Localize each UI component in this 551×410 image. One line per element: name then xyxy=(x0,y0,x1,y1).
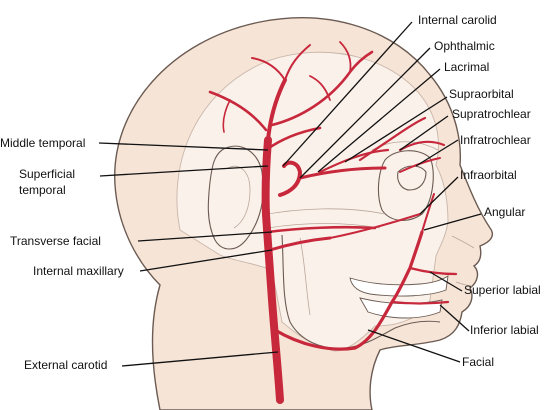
label-internal-carotid: Internal carolid xyxy=(418,13,497,27)
superficial-temporal-parietal-branch xyxy=(208,90,268,132)
zygomatic-arch xyxy=(261,208,386,216)
ophthalmic-artery xyxy=(298,166,387,180)
label-middle-temporal: Middle temporal xyxy=(0,136,85,150)
label-angular: Angular xyxy=(484,205,525,219)
temporal-twig-2 xyxy=(251,57,286,81)
label-transverse-facial: Transverse facial xyxy=(10,234,101,248)
temporal-twig-1 xyxy=(284,44,311,81)
temporal-twig-3 xyxy=(309,75,331,101)
label-superficial-temporal-line1: Superficial xyxy=(19,167,75,181)
label-superficial-temporal-line2: temporal xyxy=(19,183,66,197)
lacrimal-artery xyxy=(318,148,390,174)
label-external-carotid: External carotid xyxy=(24,358,107,372)
transverse-facial-artery xyxy=(266,225,377,234)
internal-maxillary-artery xyxy=(268,236,332,252)
labels: Internal carolid Ophthalmic Lacrimal Sup… xyxy=(0,13,541,372)
superficial-temporal-artery xyxy=(266,78,287,142)
infraorbital-artery xyxy=(329,213,421,239)
orbit-outline xyxy=(377,150,434,221)
mandible-ramus xyxy=(299,237,311,316)
ear-inner xyxy=(227,165,251,229)
ear-outline xyxy=(207,145,264,250)
leader-lines xyxy=(98,21,482,367)
zygomatic-arch-lower xyxy=(267,223,381,229)
nostril-outline xyxy=(451,235,475,249)
supraorbital-artery xyxy=(358,116,427,162)
label-internal-maxillary: Internal maxillary xyxy=(33,264,124,278)
label-facial: Facial xyxy=(462,355,494,369)
middle-temporal-artery xyxy=(264,126,322,152)
internal-carotid-artery xyxy=(278,160,302,197)
label-lacrimal: Lacrimal xyxy=(444,60,489,74)
temporal-twig-5 xyxy=(222,99,231,133)
label-supraorbital: Supraorbital xyxy=(449,87,514,101)
inferior-labial-artery xyxy=(390,300,450,305)
temporal-twig-4 xyxy=(339,41,352,73)
label-infraorbital: Infraorbital xyxy=(460,168,517,182)
upper-teeth xyxy=(349,275,449,297)
label-ophthalmic: Ophthalmic xyxy=(434,39,495,53)
label-infratrochlear: Infratrochlear xyxy=(460,133,531,147)
supratrochlear-artery xyxy=(398,140,446,152)
label-supratrochlear: Supratrochlear xyxy=(452,107,531,121)
label-inferior-labial: Inferior labial xyxy=(470,323,539,337)
external-carotid-artery xyxy=(261,136,284,404)
angular-artery xyxy=(421,193,435,233)
label-superior-labial: Superior labial xyxy=(464,283,541,297)
lip-line xyxy=(455,281,473,287)
artery-network xyxy=(208,41,458,404)
superior-labial-artery xyxy=(408,266,458,276)
